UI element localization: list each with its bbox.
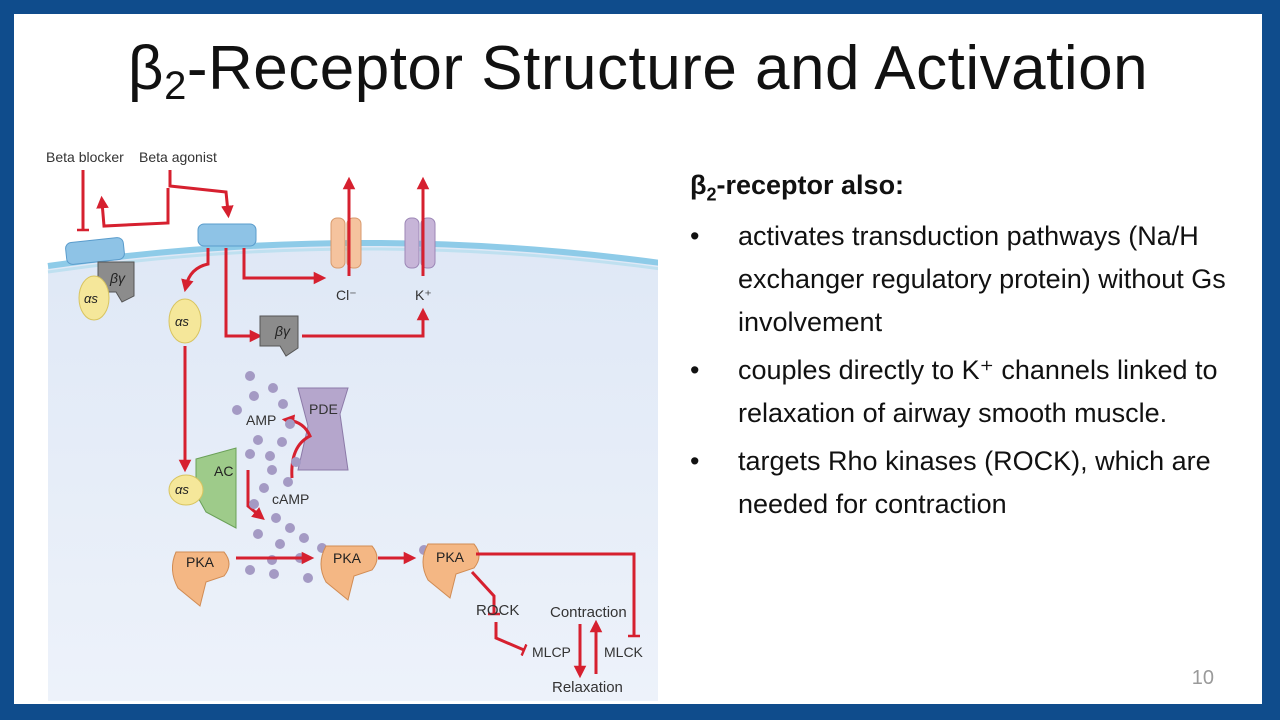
title-beta: β [127,34,165,103]
ac-to-camp-arrow [246,470,265,521]
pde-enzyme [297,387,349,471]
rock-inhibit-mlcp [494,622,524,650]
svg-text:PKA: PKA [333,550,362,566]
bullet-list: • activates transduction pathways (Na/H … [690,215,1250,526]
beta-gamma-free [259,315,299,357]
cl-label: Cl⁻ [336,287,357,303]
beta2-receptor-diagram: Beta blocker Beta agonist Cl⁻ K⁺ βγ αs [46,149,658,701]
bullet-marker: • [690,446,700,477]
svg-text:αs: αs [175,314,189,329]
bullet-marker: • [690,221,700,252]
contraction-label: Contraction [550,604,627,621]
agonist-to-receptor-arrow [168,170,234,219]
bullet-item: • couples directly to K⁺ channels linked… [690,349,1250,435]
svg-text:AC: AC [214,463,233,479]
title-subscript: 2 [164,64,187,108]
bullet-item: • activates transduction pathways (Na/H … [690,215,1250,344]
beta-blocker-label: Beta blocker [46,149,124,165]
relaxation-label: Relaxation [552,679,623,696]
pka-inactive: PKA [172,551,230,607]
beta-agonist-label: Beta agonist [139,149,217,165]
svg-text:PKA: PKA [436,549,465,565]
blocked-receptor [65,237,125,265]
svg-text:PKA: PKA [186,554,215,570]
svg-text:βγ: βγ [274,323,291,339]
pka-inhibit-rock [470,570,494,614]
camp-molecules [232,371,429,583]
receptor-to-cl-arrow [242,248,327,285]
slide-title: β2-Receptor Structure and Activation [14,38,1262,108]
pka-active: PKA [422,543,480,599]
potassium-channel [404,217,436,269]
page-number: 10 [1191,667,1214,689]
active-receptor [197,223,257,247]
betagamma-to-k-arrow [302,307,430,338]
bullet-item: •targets Rho kinases (ROCK), which are n… [690,440,1250,526]
pka-inhibit-mlck [476,552,634,636]
amp-label: AMP [246,412,276,428]
camp-label: cAMP [272,491,309,507]
mlcp-label: MLCP [532,644,571,660]
svg-text:αs: αs [175,482,189,497]
slide: β2-Receptor Structure and Activation Bet… [14,14,1262,704]
title-text: -Receptor Structure and Activation [186,34,1149,103]
k-label: K⁺ [415,287,432,303]
svg-text:βγ: βγ [109,270,126,286]
agonist-displace-arrow [96,188,170,228]
bullet-panel: β2-receptor also: • activates transducti… [690,170,1250,531]
alpha-s-ac [168,474,204,506]
alpha-s-free [168,298,202,344]
receptor-to-alpha-arrow [181,248,210,293]
svg-text:PDE: PDE [309,401,338,417]
pka-bound: PKA [320,545,378,601]
svg-text:αs: αs [84,291,98,306]
rock-label: ROCK [476,602,519,619]
bullet-marker: • [690,355,700,386]
receptor-to-betagamma-arrow [224,248,263,343]
alpha-s-left [78,275,110,321]
mlck-label: MLCK [604,644,644,660]
bullet-heading: β2-receptor also: [690,170,905,205]
cell-interior [48,242,658,701]
